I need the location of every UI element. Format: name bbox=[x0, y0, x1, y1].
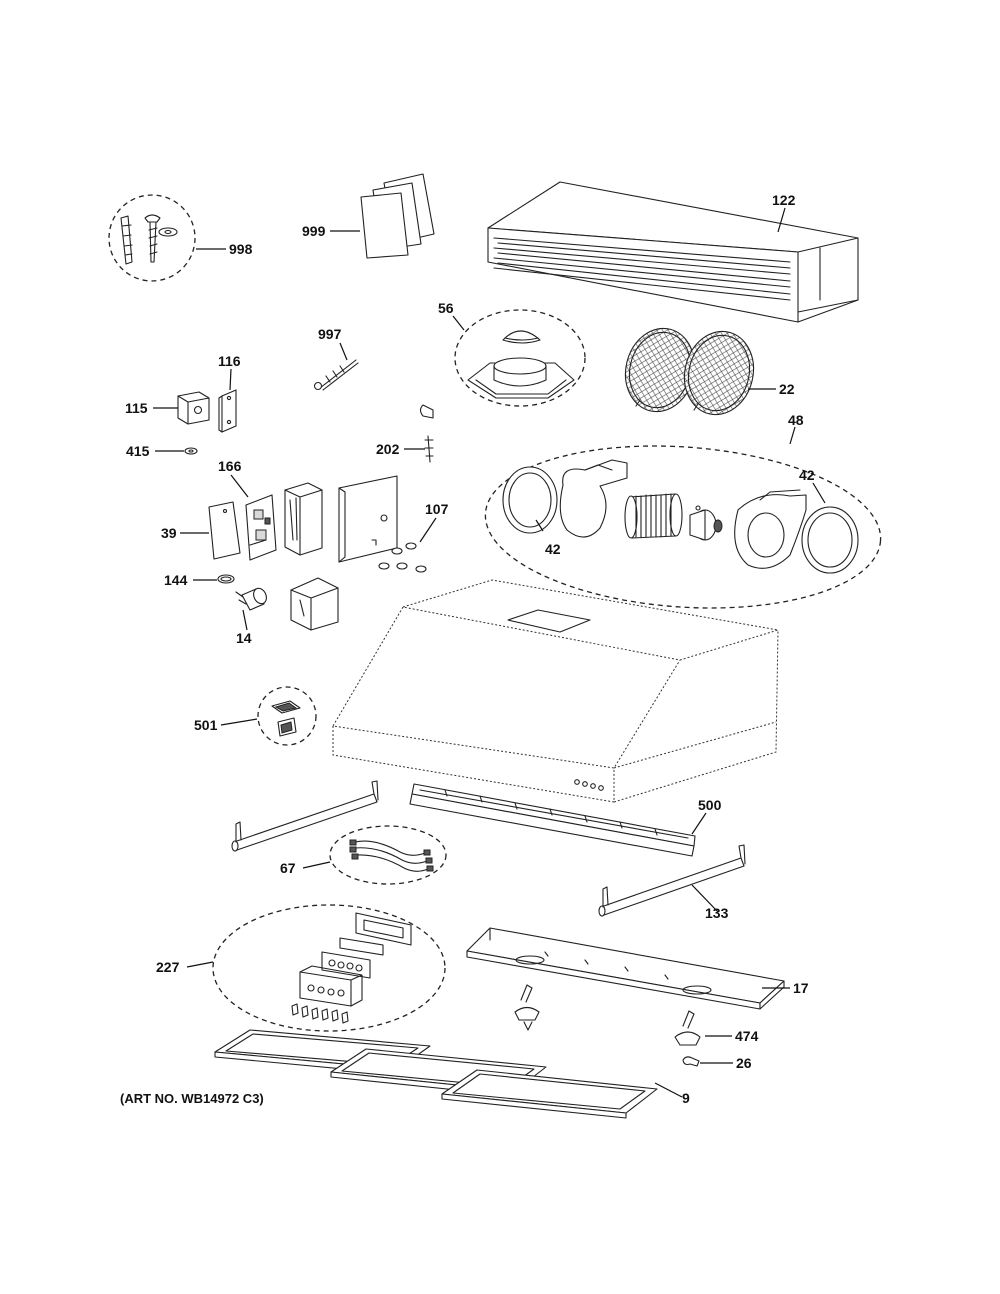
blower-assembly-drawing bbox=[484, 445, 882, 609]
wire-harness-drawing bbox=[329, 825, 447, 885]
damper-drawing bbox=[454, 309, 586, 407]
blower-filters-drawing bbox=[624, 327, 755, 416]
callout-48: 48 bbox=[788, 412, 804, 428]
grommets-drawing bbox=[378, 542, 427, 573]
callout-500: 500 bbox=[698, 797, 722, 813]
callout-474: 474 bbox=[735, 1028, 759, 1044]
callout-122: 122 bbox=[772, 192, 796, 208]
screws-and-anchors-kit-drawing bbox=[108, 194, 196, 282]
callout-22: 22 bbox=[779, 381, 795, 397]
junction-box-drawing bbox=[177, 391, 210, 425]
board-cover-drawing bbox=[208, 501, 241, 560]
callout-999: 999 bbox=[302, 223, 326, 239]
screw-drawing bbox=[313, 359, 359, 391]
rod-left-drawing bbox=[231, 780, 379, 852]
capacitor-drawing bbox=[235, 587, 267, 611]
callout-501: 501 bbox=[194, 717, 218, 733]
callout-14: 14 bbox=[236, 630, 252, 646]
callout-998: 998 bbox=[229, 241, 253, 257]
callout-202: 202 bbox=[376, 441, 400, 457]
callout-56: 56 bbox=[438, 300, 454, 316]
hood-body-drawing bbox=[332, 579, 779, 803]
callout-17: 17 bbox=[793, 980, 809, 996]
callout-26: 26 bbox=[736, 1055, 752, 1071]
strap-drawing bbox=[217, 574, 235, 584]
callout-42-left: 42 bbox=[545, 541, 561, 557]
callout-42-right: 42 bbox=[799, 467, 815, 483]
front-channel-drawing bbox=[466, 927, 785, 1010]
callout-144: 144 bbox=[164, 572, 188, 588]
control-panel-drawing bbox=[212, 904, 446, 1032]
lamp-socket-center-drawing bbox=[514, 984, 540, 1031]
callout-166: 166 bbox=[218, 458, 242, 474]
switch-drawing bbox=[257, 686, 317, 746]
grease-filters-drawing bbox=[214, 1029, 658, 1119]
control-board-drawing bbox=[245, 494, 277, 561]
callout-9: 9 bbox=[682, 1090, 690, 1106]
callout-115: 115 bbox=[125, 400, 148, 416]
clip-drawing bbox=[419, 404, 434, 463]
duct-cover-drawing bbox=[487, 181, 859, 323]
lamp-bulb-drawing bbox=[682, 1056, 700, 1067]
callout-107: 107 bbox=[425, 501, 449, 517]
callout-997: 997 bbox=[318, 326, 342, 342]
callout-116: 116 bbox=[218, 353, 241, 369]
washer-drawing bbox=[184, 447, 198, 455]
literature-kit-drawing bbox=[360, 173, 435, 259]
callout-67: 67 bbox=[280, 860, 296, 876]
bracket-drawing bbox=[218, 389, 237, 433]
rod-right-drawing bbox=[598, 844, 746, 917]
callout-39: 39 bbox=[161, 525, 177, 541]
lamp-socket-drawing bbox=[674, 1010, 701, 1046]
callout-227: 227 bbox=[156, 959, 180, 975]
chassis-brackets-drawing bbox=[284, 475, 398, 631]
light-channel-drawing bbox=[409, 783, 696, 857]
callout-415: 415 bbox=[126, 443, 150, 459]
art-number: (ART NO. WB14972 C3) bbox=[120, 1091, 264, 1106]
callout-133: 133 bbox=[705, 905, 729, 921]
